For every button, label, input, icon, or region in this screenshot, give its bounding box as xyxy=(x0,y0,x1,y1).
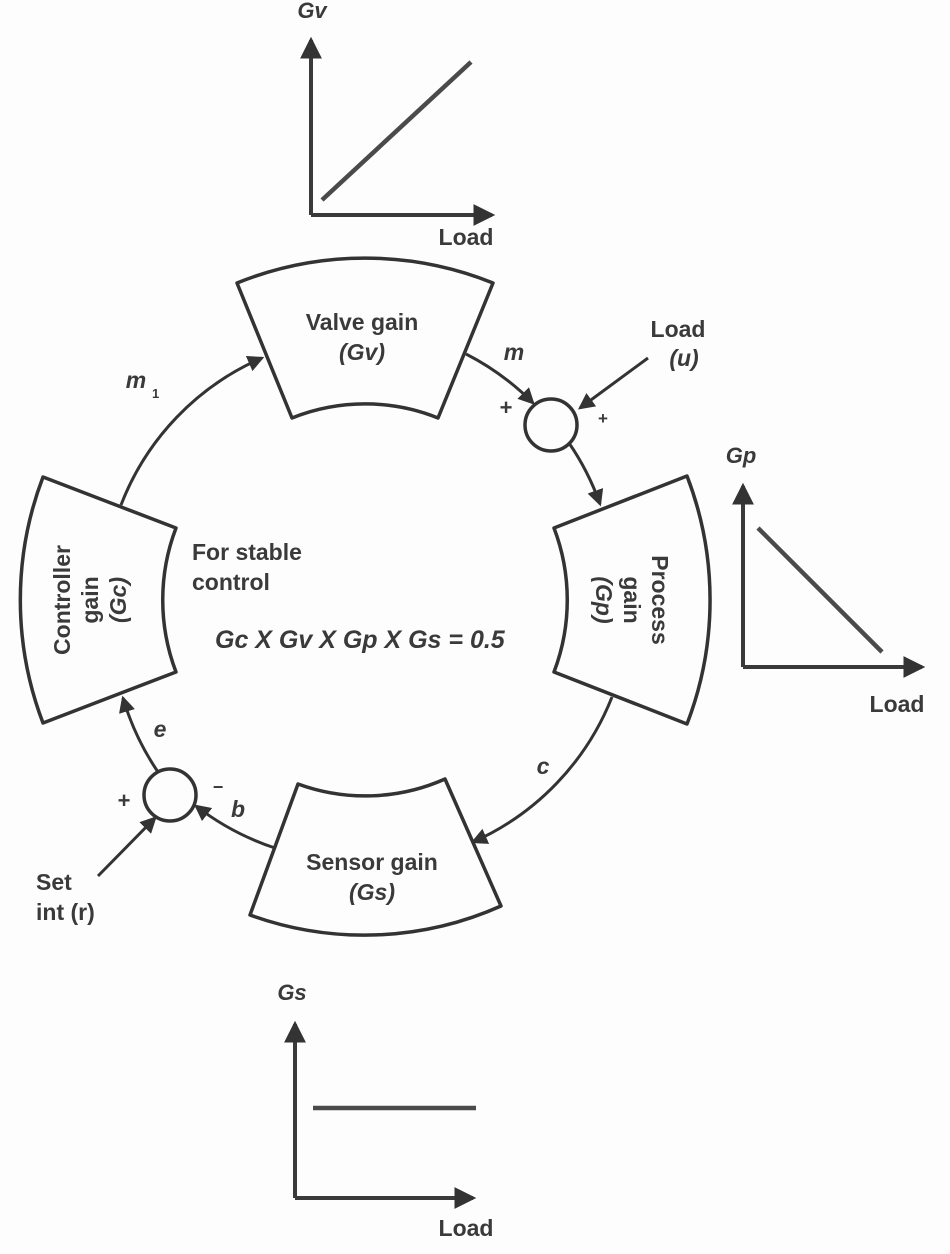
y-axis-label: Gs xyxy=(277,980,306,1005)
signal-label-m1-subscript: 1 xyxy=(152,386,159,401)
minus-sign: − xyxy=(213,777,224,797)
bottom-summing-junction: + − xyxy=(118,767,224,823)
load-input-label: Load (u) xyxy=(651,316,706,371)
signal-label-c: c xyxy=(537,753,550,779)
block-shape xyxy=(18,475,178,725)
x-axis-label: Load xyxy=(870,691,925,717)
block-shape xyxy=(248,777,503,937)
signal-labels: m 1 m c b e xyxy=(126,339,550,822)
block-symbol: (Gc) xyxy=(105,577,131,623)
center-annotation: For stable control Gc X Gv X Gp X Gs = 0… xyxy=(192,539,506,654)
process-gain-block: Process gain (Gp) xyxy=(552,474,712,726)
plus-sign: + xyxy=(598,409,608,428)
top-summing-junction: + + xyxy=(500,395,608,453)
setpoint-label: Set xyxy=(36,869,72,895)
block-label: Sensor gain xyxy=(306,849,438,875)
annotation-line: control xyxy=(192,569,270,595)
summing-circle xyxy=(142,767,198,823)
setpoint-symbol: int (r) xyxy=(36,899,95,925)
block-label: Process xyxy=(647,555,673,645)
signal-arc-c xyxy=(470,696,614,844)
setpoint-input-label: Set int (r) xyxy=(36,869,95,925)
y-axis-label: Gv xyxy=(297,0,328,23)
load-symbol: (u) xyxy=(669,345,698,371)
gain-equation: Gc X Gv X Gp X Gs = 0.5 xyxy=(215,626,506,654)
block-symbol: (Gp) xyxy=(591,576,617,623)
signal-arc-m xyxy=(465,352,535,405)
signal-label-e: e xyxy=(154,716,167,742)
summing-circle xyxy=(523,397,579,453)
block-label: gain xyxy=(619,576,645,623)
load-label: Load xyxy=(651,316,706,342)
valve-gain-block: Valve gain (Gv) xyxy=(235,256,495,420)
signal-label-b: b xyxy=(231,796,245,822)
arc-junction-to-process xyxy=(567,442,604,507)
block-label: Valve gain xyxy=(306,309,419,335)
signal-arc-m1 xyxy=(119,356,265,506)
signal-arc-b xyxy=(194,804,276,850)
load-input-arrow xyxy=(578,356,649,410)
sensor-gain-block: Sensor gain (Gs) xyxy=(248,777,503,937)
block-symbol: (Gv) xyxy=(339,339,385,365)
x-axis-label: Load xyxy=(439,224,494,250)
plus-sign: + xyxy=(118,788,131,813)
signal-arc-e xyxy=(119,695,160,773)
process-gain-chart: Gp Load xyxy=(726,443,926,717)
annotation-line: For stable xyxy=(192,539,302,565)
x-axis-label: Load xyxy=(439,1215,494,1241)
plus-sign: + xyxy=(500,395,513,420)
block-symbol: (Gs) xyxy=(349,879,395,905)
sensor-gain-chart: Gs Load xyxy=(277,980,493,1241)
block-shape xyxy=(552,474,712,726)
controller-gain-block: Controller gain (Gc) xyxy=(18,475,178,725)
valve-gain-chart: Gv Load xyxy=(297,0,496,250)
loop-arcs xyxy=(119,352,614,850)
gain-trend-line xyxy=(756,526,884,654)
block-label: Controller xyxy=(49,545,75,655)
signal-label-m1: m xyxy=(126,367,146,393)
setpoint-input-arrow xyxy=(96,816,157,878)
gain-trend-line xyxy=(320,60,473,202)
signal-label-m: m xyxy=(504,339,524,365)
block-shape xyxy=(235,256,495,420)
block-label: gain xyxy=(77,576,103,623)
y-axis-label: Gp xyxy=(726,443,757,468)
